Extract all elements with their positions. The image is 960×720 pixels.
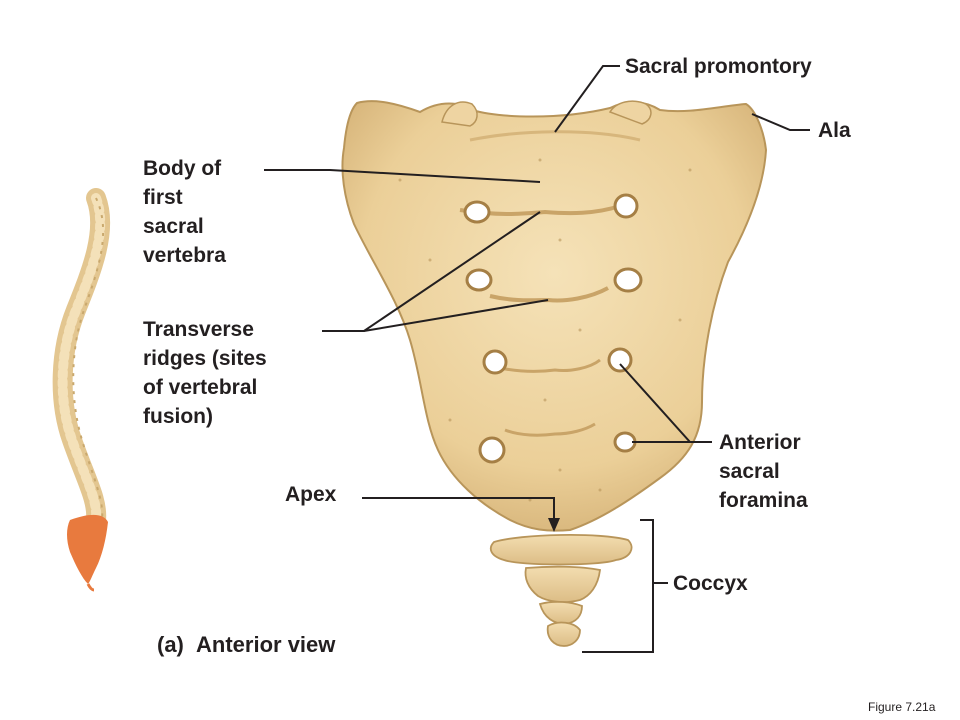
label-line: Anterior [719,428,808,457]
label-line: ridges (sites [143,344,267,373]
label-transverse-ridges: Transverse ridges (sites of vertebral fu… [143,315,267,431]
vertebral-column-illustration [63,198,108,590]
figure-number: Figure 7.21a [868,700,935,714]
caption-text: Anterior view [196,632,335,657]
label-apex: Apex [285,480,336,509]
label-body-of-first-sacral-vertebra: Body of first sacral vertebra [143,154,226,270]
coccyx-bone [491,535,632,646]
label-line: fusion) [143,402,267,431]
label-line: first [143,183,226,212]
sacrum-bone [342,101,766,531]
label-line: of vertebral [143,373,267,402]
label-line: Body of [143,154,226,183]
label-anterior-sacral-foramina: Anterior sacral foramina [719,428,808,515]
label-sacral-promontory: Sacral promontory [625,52,812,81]
label-line: sacral [143,212,226,241]
label-line: vertebra [143,241,226,270]
label-line: sacral [719,457,808,486]
caption-letter: (a) [157,632,184,657]
label-ala: Ala [818,116,851,145]
view-caption: (a) Anterior view [157,632,335,658]
label-line: Transverse [143,315,267,344]
label-coccyx: Coccyx [673,569,748,598]
sacrum-highlight-mark [67,515,108,590]
label-line: foramina [719,486,808,515]
